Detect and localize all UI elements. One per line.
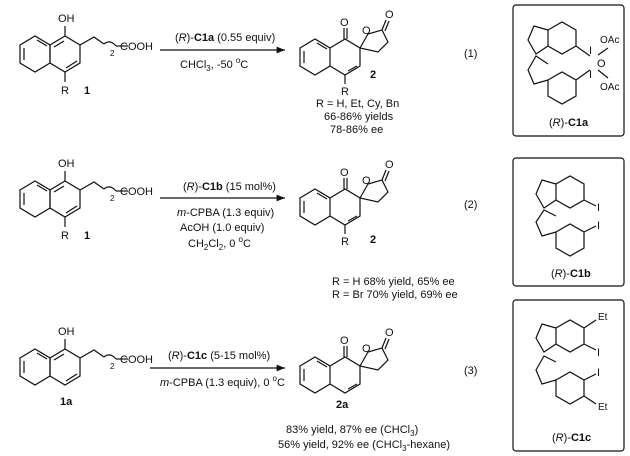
reactant-2-chain-n: 2 — [110, 194, 115, 203]
catalyst-c1a-oac-top: OAc — [600, 35, 619, 46]
catalyst-c1b-i-top: I — [597, 202, 600, 214]
catalyst-c1c-i-top: I — [597, 347, 600, 359]
catalyst-c1a-label: (R)-C1a — [549, 117, 589, 129]
reactant-1a-number: 1a — [60, 396, 73, 408]
product-2-ketone-o: O — [340, 17, 349, 29]
reaction-3-conditions: m-CPBA (1.3 equiv), 0 oC — [160, 374, 285, 389]
product-2b-ring-o: O — [362, 175, 371, 187]
product-2b-structure — [299, 169, 390, 234]
catalyst-c1c-et-bottom: Et — [598, 402, 608, 413]
catalyst-c1c-label: (R)-C1c — [552, 432, 591, 444]
reaction-3: OH 2 COOH 1a (R)-C1c (5-15 mol%) m-CPBA … — [19, 299, 625, 453]
reactant-1-structure — [19, 26, 128, 82]
reactant-2-oh: OH — [58, 158, 75, 170]
reactant-2-acid: COOH — [120, 186, 153, 198]
product-2b-ketone-o: O — [340, 167, 349, 179]
reactant-2-r: R — [61, 230, 69, 242]
product-2b-carbonyl-o: O — [385, 159, 394, 171]
catalyst-c1b-structure — [535, 175, 597, 257]
reactant-1-number: 1 — [84, 85, 90, 97]
reactant-1a-structure — [19, 339, 128, 386]
catalyst-c1a-oac-bottom: OAc — [600, 82, 619, 93]
reaction-3-number: (3) — [464, 365, 477, 377]
reaction-2-solvent: CH2Cl2, 0 oC — [188, 235, 251, 252]
catalyst-c1b-box — [512, 157, 625, 287]
product-2-ring-o: O — [362, 25, 371, 37]
reaction-3-catalyst: (R)-C1c (5-15 mol%) — [168, 350, 270, 362]
reactant-1-oh: OH — [58, 13, 75, 25]
reaction-1-conditions: CHCl3, -50 oC — [180, 56, 248, 73]
reaction-2-result-br: R = Br 70% yield, 69% ee — [332, 289, 458, 301]
reaction-3-result-chcl3: 83% yield, 87% ee (CHCl3) — [286, 424, 418, 438]
catalyst-c1a-i-bottom: I — [589, 69, 592, 81]
product-2-carbonyl-o: O — [385, 9, 394, 21]
reaction-1-number: (1) — [464, 48, 477, 60]
reaction-3-result-hexane: 56% yield, 92% ee (CHCl3-hexane) — [278, 439, 450, 453]
product-2a-ring-o: O — [362, 343, 371, 355]
product-2b-number: 2 — [370, 234, 376, 246]
reaction-2-oxidant: m-CPBA (1.3 equiv) — [177, 207, 274, 219]
reactant-1-acid: COOH — [120, 41, 153, 53]
catalyst-c1a-o-bridge: O — [597, 58, 606, 70]
catalyst-c1a-structure — [527, 21, 609, 105]
reactant-1a-acid: COOH — [120, 354, 153, 366]
product-2a-structure — [299, 337, 390, 394]
reaction-2-result-h: R = H 68% yield, 65% ee — [332, 276, 455, 288]
product-2a-ketone-o: O — [340, 335, 349, 347]
product-2-r: R — [341, 86, 349, 98]
product-2-structure — [299, 19, 390, 84]
catalyst-c1a-i-top: I — [589, 45, 592, 57]
product-2-number: 2 — [370, 69, 376, 81]
reactant-1-r: R — [61, 85, 69, 97]
catalyst-c1b-label: (R)-C1b — [551, 268, 591, 280]
reaction-1-scope: R = H, Et, Cy, Bn — [316, 98, 399, 110]
reaction-2-number: (2) — [464, 199, 477, 211]
reaction-2-catalyst: (R)-C1b (15 mol%) — [183, 181, 276, 193]
catalyst-c1c-i-bottom: I — [597, 367, 600, 379]
reactant-1-chain-n: 2 — [110, 49, 115, 58]
reactant-2-structure — [19, 171, 128, 227]
reaction-2: OH 2 COOH R 1 (R)-C1b (15 mol%) m-CPBA (… — [19, 157, 625, 301]
reactant-1a-oh: OH — [58, 326, 75, 338]
reaction-1: OH 2 COOH R 1 (R)-C1a (0.55 equiv) CHCl3… — [19, 4, 625, 137]
product-2a-number: 2a — [336, 399, 349, 411]
reactant-2-number: 1 — [84, 230, 90, 242]
catalyst-c1c-structure — [535, 319, 597, 405]
reaction-2-additive: AcOH (1.0 equiv) — [180, 222, 264, 234]
catalyst-c1b-i-bottom: I — [597, 220, 600, 232]
catalyst-c1c-box — [512, 299, 625, 452]
reactant-1a-chain-n: 2 — [110, 362, 115, 371]
product-2b-r: R — [341, 236, 349, 248]
reaction-1-yields: 66-86% yields — [324, 111, 394, 123]
product-2a-carbonyl-o: O — [385, 327, 394, 339]
reaction-1-catalyst: (R)-C1a (0.55 equiv) — [175, 32, 275, 44]
catalyst-c1a-box — [512, 4, 625, 137]
catalyst-c1c-et-top: Et — [598, 312, 608, 323]
reaction-1-ee: 78-86% ee — [330, 124, 383, 136]
